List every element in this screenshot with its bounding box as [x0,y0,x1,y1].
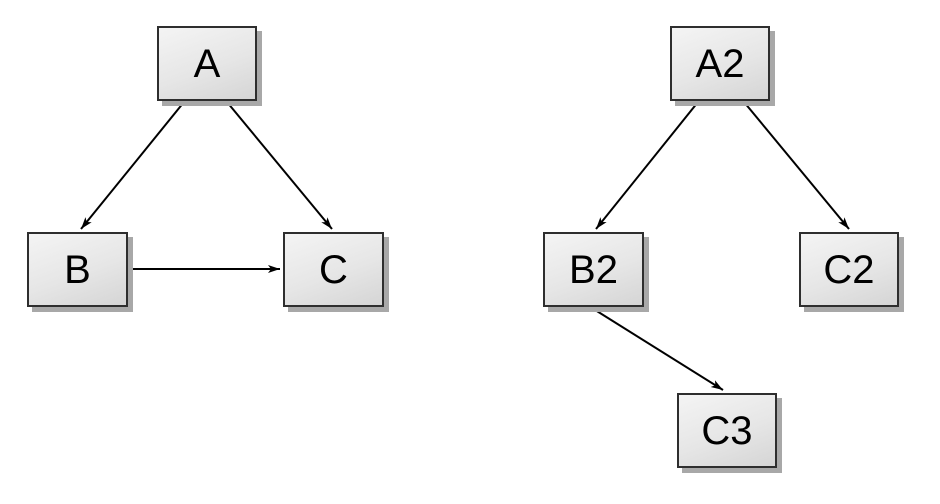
node-B[interactable]: B [27,232,128,307]
node-label: A2 [695,41,745,86]
node-A[interactable]: A [157,26,257,101]
node-B2[interactable]: B2 [543,232,644,307]
node-C2[interactable]: C2 [799,232,899,307]
node-label: B2 [569,247,618,292]
node-C[interactable]: C [283,232,384,307]
node-label: C2 [823,247,875,292]
node-label: C3 [701,408,753,453]
node-A2[interactable]: A2 [670,26,770,101]
edge-group [80,101,850,391]
edge-A-C[interactable] [226,101,333,230]
node-label: A [193,41,221,86]
node-label: C [319,247,348,292]
edge-A2-C2[interactable] [743,101,850,230]
edge-A2-B2[interactable] [595,101,699,230]
node-label: B [64,247,91,292]
edge-A-B[interactable] [80,101,185,230]
edge-B2-C3[interactable] [591,307,724,391]
node-C3[interactable]: C3 [677,393,777,468]
